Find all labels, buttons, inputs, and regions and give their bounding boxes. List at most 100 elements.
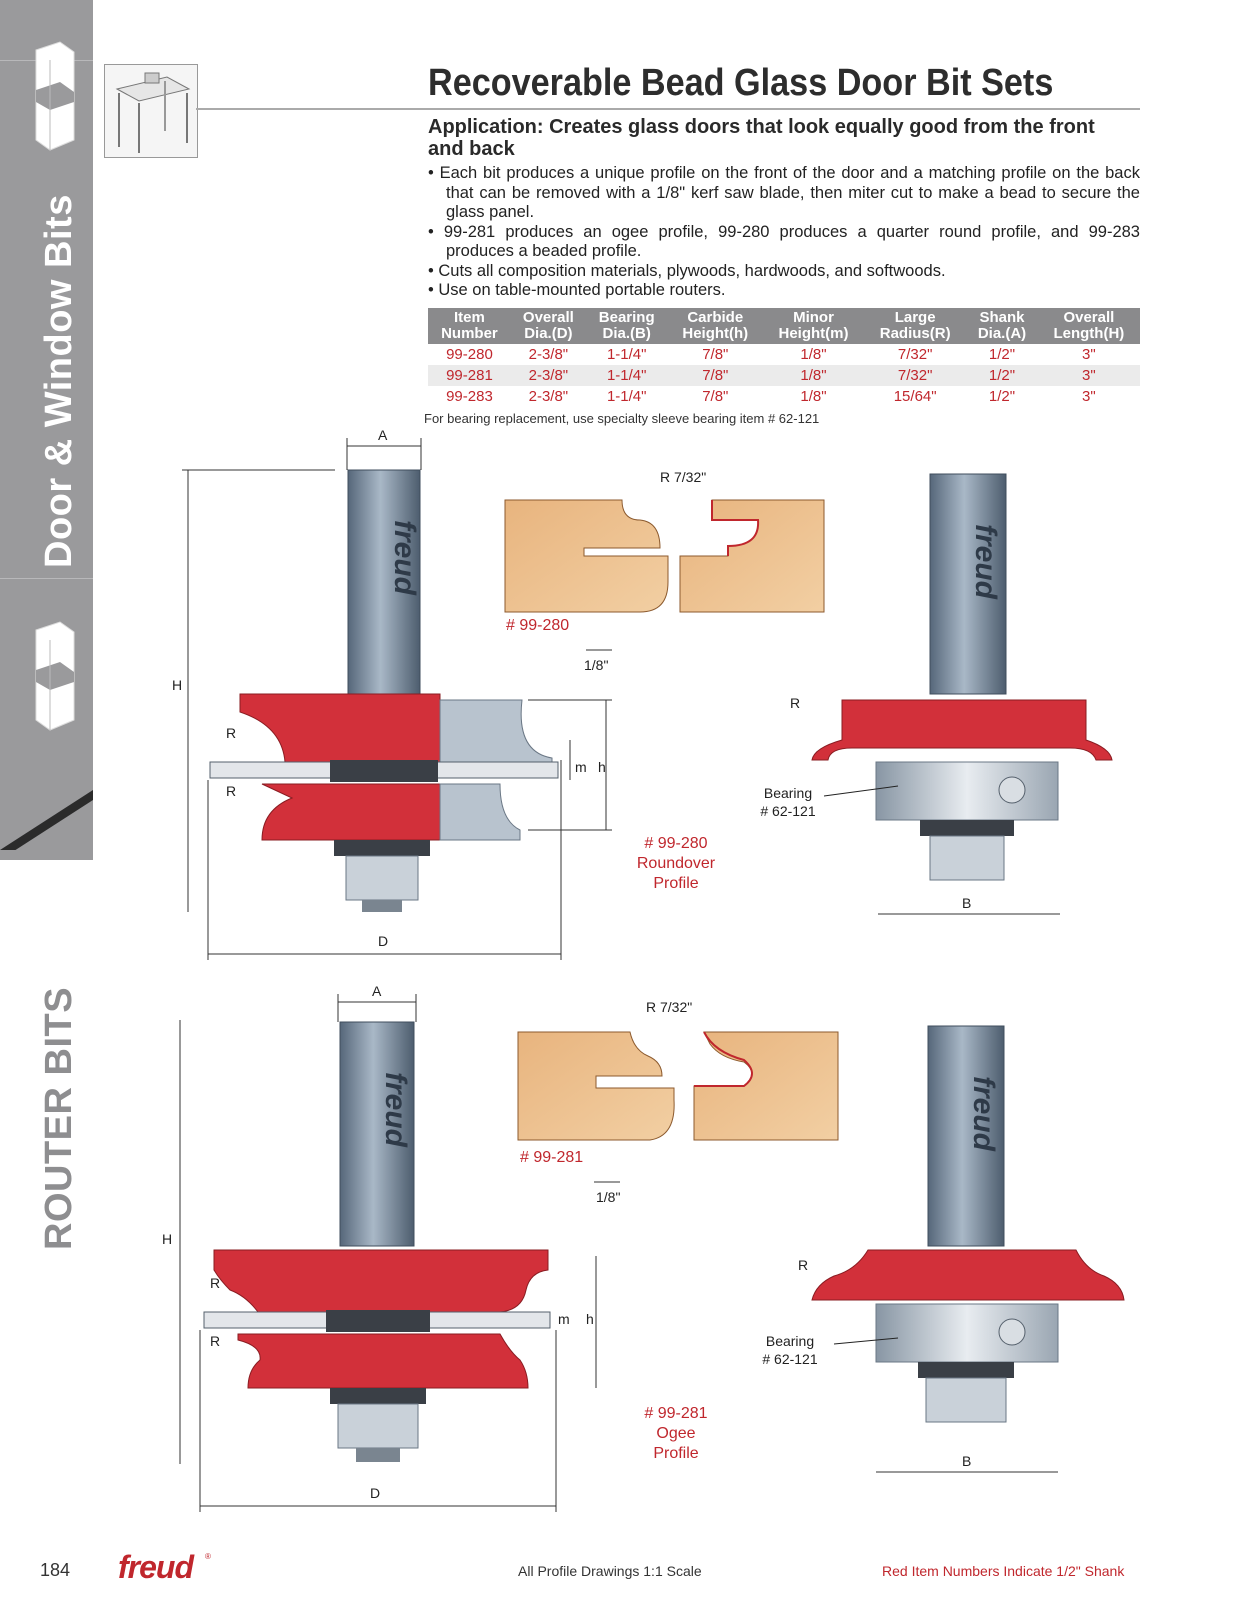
joint-icon [35, 41, 75, 151]
radius-label: R 7/32" [646, 999, 692, 1015]
table-row: 99-283 2-3/8" 1-1/4" 7/8" 1/8" 15/64" 1/… [428, 386, 1140, 407]
table-cell: 1/2" [988, 388, 1016, 405]
brand-on-shank: freud [969, 524, 1002, 600]
nut [929, 835, 1005, 881]
title-rule [196, 108, 1140, 110]
lower-cutter [237, 1333, 529, 1389]
caption-line: Roundover [637, 855, 716, 872]
nut [337, 1403, 419, 1449]
table-cell: 7/32" [864, 365, 967, 386]
lower-cutter [261, 783, 441, 841]
dim-r-label: R [210, 1333, 220, 1349]
wood-profile-left [517, 1031, 675, 1141]
footer-scale-note: All Profile Drawings 1:1 Scale [518, 1563, 702, 1579]
table-cell: 7/8" [667, 365, 763, 386]
brand-on-shank: freud [388, 520, 421, 596]
bearing [875, 1303, 1059, 1363]
dim-b-label: B [962, 1453, 971, 1469]
table-cell: 2-3/8" [528, 346, 569, 363]
table-cell: 3" [1082, 388, 1096, 405]
dim-r-label: R [798, 1257, 808, 1273]
caption-line: # 99-281 [644, 1405, 707, 1422]
table-cell: 1/8" [800, 346, 827, 363]
table-cell: 1/8" [800, 388, 827, 405]
bearing-note: For bearing replacement, use specialty s… [424, 411, 820, 426]
feature-list: • Each bit produces a unique profile on … [428, 164, 1140, 301]
footer-shank-note: Red Item Numbers Indicate 1/2" Shank [882, 1563, 1125, 1579]
dim-r-label: R [210, 1275, 220, 1291]
dim-r-label: R [226, 725, 236, 741]
bearing [875, 761, 1059, 821]
router-table-icon [115, 72, 191, 153]
kerf-label: 1/8" [584, 657, 608, 673]
table-cell: 1/8" [762, 365, 865, 386]
bit-shank [929, 473, 1007, 695]
upper-cutter [239, 693, 441, 763]
bearing-label-line: Bearing [766, 1333, 814, 1349]
nut [925, 1377, 1007, 1423]
brand-on-shank: freud [379, 1072, 412, 1148]
caption-line: # 99-280 [644, 835, 707, 852]
bearing-label-line: # 62-121 [762, 1351, 817, 1367]
table-cell: 7/32" [897, 346, 933, 363]
table-cell: 1-1/4" [585, 365, 668, 386]
profile-item-label: # 99-280 [506, 617, 569, 634]
wood-profile-left [504, 499, 669, 613]
dim-r-label: R [226, 783, 236, 799]
nut [345, 855, 419, 901]
table-cell: 3" [1037, 365, 1140, 386]
bit-diagram-99-280: A H freud m h R R D [172, 427, 1113, 960]
dim-h-label: h [586, 1311, 594, 1327]
bit-diagram-99-281: A H freud m h R R D R 7/32" # 99-281 1/8… [162, 983, 1125, 1512]
radius-label: R 7/32" [660, 469, 706, 485]
page-title: Recoverable Bead Glass Door Bit Sets [428, 62, 1054, 104]
registered-mark: ® [205, 1552, 211, 1561]
caption-line: Ogee [656, 1425, 695, 1442]
bit-shank [347, 469, 421, 695]
lower-carbide [439, 783, 521, 841]
table-cell: 1-1/4" [606, 346, 647, 363]
dim-m-label: m [575, 759, 587, 775]
side-band-divider [0, 578, 93, 579]
dim-h-total-label: H [172, 677, 182, 693]
table-cell: 99-281 [428, 365, 511, 386]
table-row: 99-281 2-3/8" 1-1/4" 7/8" 1/8" 7/32" 1/2… [428, 365, 1140, 386]
table-row: 99-280 2-3/8" 1-1/4" 7/8" 1/8" 7/32" 1/2… [428, 344, 1140, 365]
dim-m-label: m [558, 1311, 570, 1327]
upper-carbide [439, 699, 553, 763]
page-number: 184 [40, 1560, 71, 1580]
table-cell: 2-3/8" [510, 365, 586, 386]
table-cell: 7/8" [702, 388, 729, 405]
bit-shank [339, 1021, 415, 1247]
feature-item: • 99-281 produces an ogee profile, 99-28… [428, 222, 1140, 261]
table-cell: 1-1/4" [606, 388, 647, 405]
dim-d-label: D [370, 1485, 380, 1501]
dim-r-label: R [790, 695, 800, 711]
dim-d-label: D [378, 933, 388, 949]
caption-line: Profile [653, 1445, 698, 1462]
dim-a-label: A [372, 983, 382, 999]
dim-b-label: B [962, 895, 971, 911]
profile-item-label: # 99-281 [520, 1149, 583, 1166]
dim-a-label: A [378, 427, 388, 443]
table-cell: 3" [1082, 346, 1096, 363]
table-cell: 2-3/8" [528, 388, 569, 405]
brand-logo: freud [118, 1549, 194, 1585]
table-cell: 99-283 [446, 388, 493, 405]
bearing-cutter [811, 699, 1113, 761]
table-cell: 15/64" [893, 388, 937, 405]
table-cell: 1/2" [988, 346, 1016, 363]
wood-profile-right [679, 499, 825, 613]
table-cell: 7/8" [702, 346, 729, 363]
table-cell: 99-280 [446, 346, 493, 363]
brand-on-shank: freud [967, 1076, 1000, 1152]
